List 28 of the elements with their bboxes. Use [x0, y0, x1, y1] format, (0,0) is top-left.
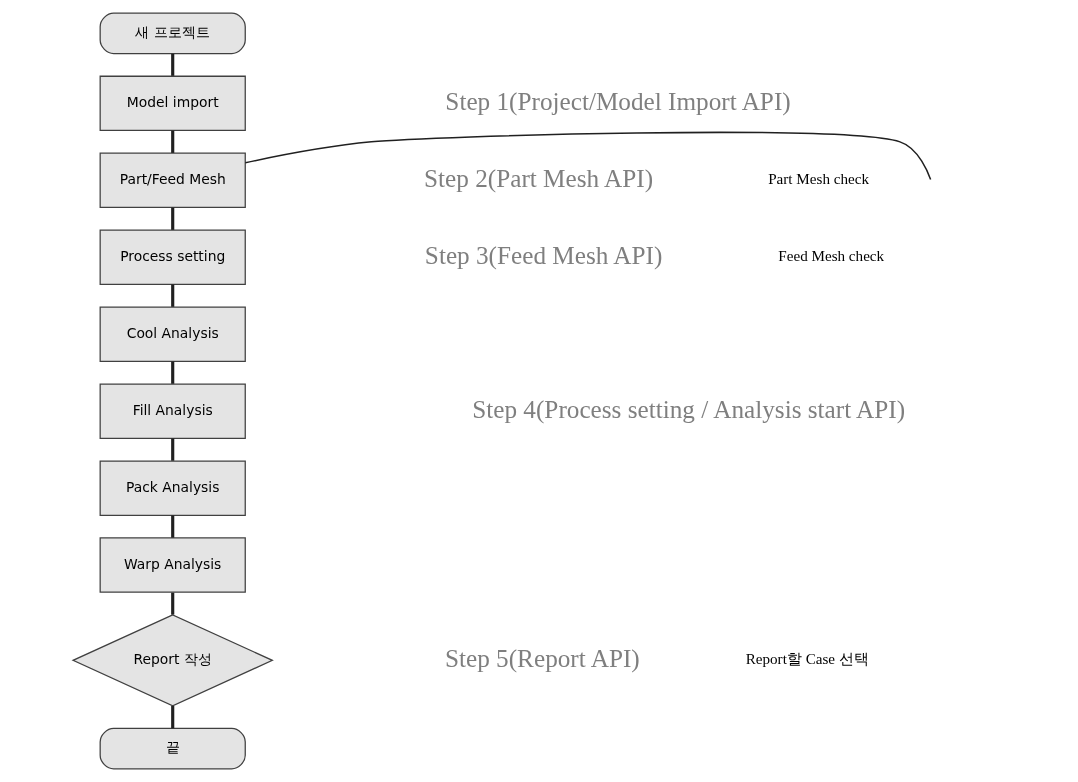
connector — [170, 284, 174, 307]
connector — [170, 515, 174, 538]
label: Part Mesh check — [767, 171, 869, 188]
node-box: 새 프로젝트 — [99, 12, 246, 55]
node-box: Fill Analysis — [99, 383, 246, 439]
label: Step 2(Part Mesh API) — [423, 164, 653, 192]
label: Step 4(Process setting / Analysis start API) — [471, 395, 905, 423]
node-box: Pack Analysis — [99, 460, 246, 516]
connector — [170, 706, 174, 729]
node-box: Model import — [99, 75, 246, 132]
connector — [170, 592, 174, 615]
node-box: Cool Analysis — [99, 306, 246, 362]
connector — [170, 361, 174, 384]
connector — [244, 131, 931, 181]
node-diamond: Report 작성 — [71, 614, 274, 707]
label: Step 5(Report API) — [444, 644, 640, 672]
node-box: Part/Feed Mesh — [99, 152, 246, 209]
node-box: Process setting — [99, 229, 246, 286]
label: Step 1(Project/Model Import API) — [444, 87, 791, 115]
label: Feed Mesh check — [777, 248, 884, 265]
connector — [170, 53, 174, 76]
label: Step 3(Feed Mesh API) — [424, 241, 662, 269]
connector — [170, 207, 174, 230]
node-box: 끝 — [99, 727, 246, 770]
node-box: Warp Analysis — [99, 537, 246, 593]
connector — [170, 130, 174, 153]
label: Report할 Case 선택 — [745, 651, 869, 668]
connector — [170, 438, 174, 461]
